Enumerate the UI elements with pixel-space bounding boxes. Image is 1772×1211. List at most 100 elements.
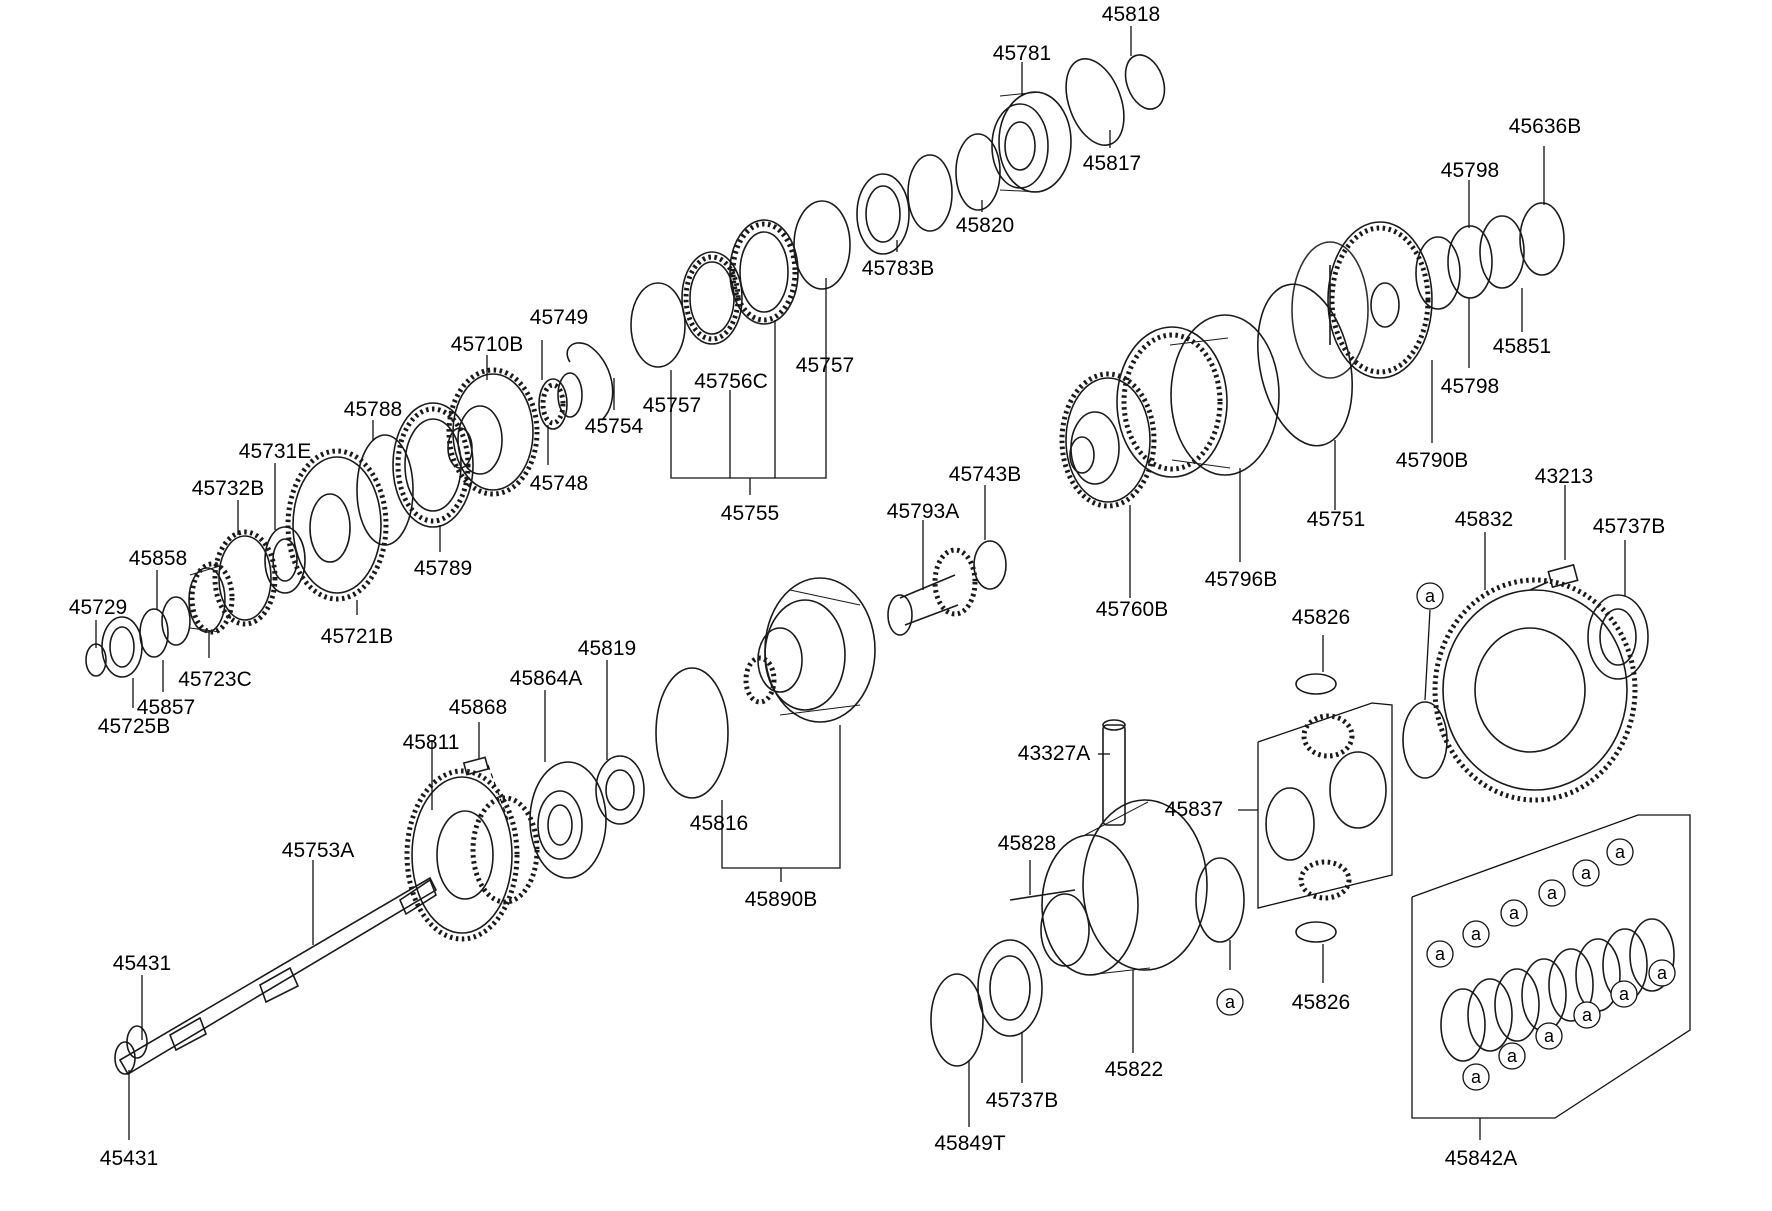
svg-text:a: a [1619, 984, 1630, 1004]
label-45864A: 45864A [510, 667, 582, 690]
svg-text:a: a [1582, 1005, 1593, 1025]
label-45842A: 45842A [1445, 1147, 1517, 1170]
svg-text:a: a [1471, 1067, 1482, 1087]
ref-marker: a [1573, 1001, 1601, 1029]
label-43327A: 43327A [1018, 742, 1090, 765]
svg-text:a: a [1544, 1026, 1555, 1046]
svg-text:a: a [1425, 586, 1436, 606]
label-45760B: 45760B [1096, 598, 1168, 621]
ring-45757-right [793, 200, 851, 290]
label-45732B: 45732B [192, 477, 264, 500]
washer-45798-b [1447, 225, 1493, 299]
svg-text:a: a [1507, 1046, 1518, 1066]
label-45796B: 45796B [1205, 568, 1277, 591]
reference-markers: a a a a a a a a a a a a a a [1216, 582, 1676, 1091]
label-45832: 45832 [1455, 508, 1513, 531]
label-43213: 43213 [1535, 465, 1593, 488]
ring-gear-45832 [1432, 577, 1638, 803]
snap-ring-45754 [566, 342, 614, 421]
ref-marker: a [1648, 959, 1676, 987]
label-45828: 45828 [998, 832, 1056, 855]
label-45793A: 45793A [887, 500, 959, 523]
ref-marker: a [1216, 988, 1244, 1016]
ref-marker: a [1572, 859, 1600, 887]
planetary-carrier-45710B [446, 367, 540, 497]
ring-45757-left [630, 282, 686, 368]
bearing-45864A [529, 761, 607, 879]
pinion-shaft-43327A [1102, 719, 1126, 826]
label-45749: 45749 [530, 306, 588, 329]
label-45743B: 45743B [949, 463, 1021, 486]
ref-marker: a [1416, 582, 1444, 610]
snap-ring-45817 [1065, 57, 1125, 147]
label-45816: 45816 [690, 812, 748, 835]
label-45788: 45788 [344, 398, 402, 421]
washer-45826-lower [1295, 921, 1337, 943]
part-labels: 45818 45781 45817 45820 45783B 45757 457… [69, 3, 1665, 1170]
label-45822: 45822 [1105, 1058, 1163, 1081]
label-45851: 45851 [1493, 335, 1551, 358]
ring-45751 [1256, 283, 1354, 447]
ref-marker: a [1535, 1022, 1563, 1050]
output-shaft-assembly [114, 755, 645, 1076]
washer-45826-upper [1295, 673, 1337, 695]
planetary-carrier-45760B [1059, 371, 1157, 509]
washer-45749 [557, 372, 583, 418]
gear-shaft-45793A [887, 547, 978, 636]
ref-marker: a [1498, 1042, 1526, 1070]
label-45757-right: 45757 [796, 354, 854, 377]
bearing-45748 [538, 378, 568, 430]
label-45817: 45817 [1083, 152, 1141, 175]
snap-ring-45431-lower [114, 1041, 136, 1075]
label-45748: 45748 [530, 472, 588, 495]
svg-text:a: a [1509, 903, 1520, 923]
label-45737B-lower: 45737B [986, 1089, 1058, 1112]
svg-text:a: a [1547, 883, 1558, 903]
label-45431-upper: 45431 [113, 952, 171, 975]
bearing-45725B [101, 616, 143, 678]
nut-45729 [85, 643, 107, 677]
snap-ring-45431-upper [126, 1025, 148, 1059]
label-45789: 45789 [414, 557, 472, 580]
label-45725B: 45725B [98, 715, 170, 738]
label-45710B: 45710B [451, 333, 523, 356]
label-45858: 45858 [129, 547, 187, 570]
label-45818: 45818 [1102, 3, 1160, 26]
svg-text:a: a [1225, 992, 1236, 1012]
label-45857: 45857 [137, 696, 195, 719]
label-45737B-upper: 45737B [1593, 515, 1665, 538]
label-45783B: 45783B [862, 257, 934, 280]
svg-text:a: a [1471, 924, 1482, 944]
bearing-45737B-lower [977, 939, 1043, 1037]
label-45431-lower: 45431 [100, 1147, 158, 1170]
washer-45636B [1519, 202, 1565, 276]
svg-text:a: a [1435, 944, 1446, 964]
clutch-drum-45790B [1291, 221, 1433, 379]
washer-45858 [161, 596, 191, 646]
label-45757-left: 45757 [643, 394, 701, 417]
label-45811: 45811 [403, 731, 460, 754]
main-shaft-45753A [118, 876, 438, 1076]
upper-shaft-assembly [85, 54, 1166, 678]
label-45754: 45754 [585, 415, 644, 438]
label-45890B: 45890B [745, 888, 817, 911]
snap-ring-45743B [973, 540, 1007, 590]
bolt-45868 [462, 756, 509, 821]
o-ring-45816 [655, 667, 729, 799]
label-45819: 45819 [578, 637, 636, 660]
label-45868: 45868 [449, 696, 507, 719]
ref-marker: a [1606, 838, 1634, 866]
ref-marker: a [1538, 879, 1566, 907]
label-45820: 45820 [956, 214, 1014, 237]
bearing-45756C [681, 251, 743, 345]
label-45826-lower: 45826 [1292, 991, 1350, 1014]
one-way-clutch-45755 [729, 219, 799, 325]
gear-45811 [404, 768, 540, 942]
label-45798-top: 45798 [1441, 159, 1499, 182]
bearing-race-45783B [856, 173, 910, 255]
ring-gear-45789 [392, 402, 474, 528]
svg-text:a: a [1581, 863, 1592, 883]
drum-45796B [1116, 314, 1280, 478]
label-45636B: 45636B [1509, 115, 1581, 138]
